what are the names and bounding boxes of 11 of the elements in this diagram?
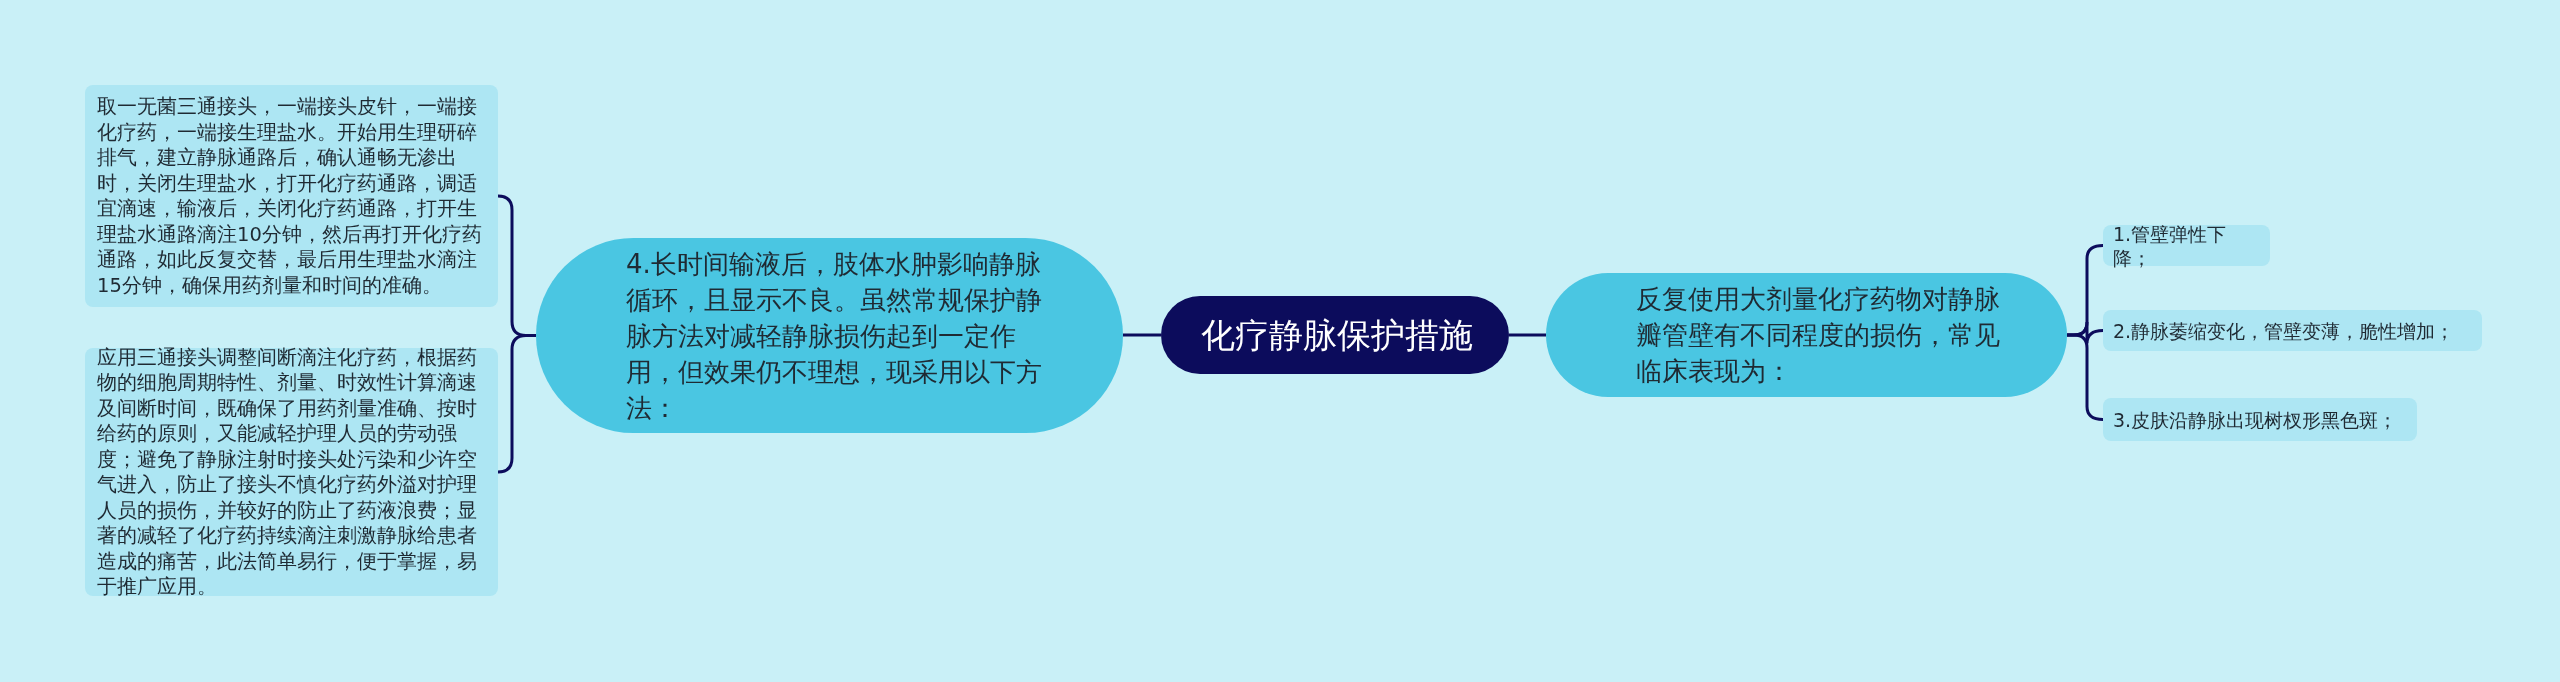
note-card: 应用三通接头调整间断滴注化疗药，根据药物的细胞周期特性、剂量、时效性计算滴速及间断时间，既确保了用药剂量准确、按时给药的原则，又能减轻护理人员的劳动强度；避免了静脉注射时接头处污染和少许空气进入，防止了接头不慎化疗药外溢对护理人员的损伤，并较好的防止了药液浪费；显著的减轻了化疗药持续滴注刺激静脉给患者造成的痛苦，此法简单易行，便于掌握，易于推广应用。 xyxy=(85,348,498,596)
subtopic-pill: 4.长时间输液后，肢体水肿影响静脉循环，且显示不良。虽然常规保护静脉方法对减轻静脉损伤起到一定作用，但效果仍不理想，现采用以下方法： xyxy=(536,238,1123,433)
note-card: 取一无菌三通接头，一端接头皮针，一端接化疗药，一端接生理盐水。开始用生理研碎排气，建立静脉通路后，确认通畅无渗出时，关闭生理盐水，打开化疗药通路，调适宜滴速，输液后，关闭化疗药通路，打开生理盐水通路滴注10分钟，然后再打开化疗药通路，如此反复交替，最后用生理盐水滴注15分钟，确保用药剂量和时间的准确。 xyxy=(85,85,498,307)
item-card: 2.静脉萎缩变化，管壁变薄，脆性增加； xyxy=(2103,310,2482,351)
subtopic-pill: 反复使用大剂量化疗药物对静脉瓣管壁有不同程度的损伤，常见临床表现为： xyxy=(1546,273,2067,397)
item-card: 3.皮肤沿静脉出现树杈形黑色斑； xyxy=(2103,398,2417,441)
item-card: 1.管壁弹性下降； xyxy=(2103,225,2270,266)
connector-line xyxy=(497,334,536,474)
connector-line xyxy=(1509,333,1546,337)
connector-line xyxy=(1123,333,1161,337)
topic-pill: 化疗静脉保护措施 xyxy=(1161,296,1509,374)
